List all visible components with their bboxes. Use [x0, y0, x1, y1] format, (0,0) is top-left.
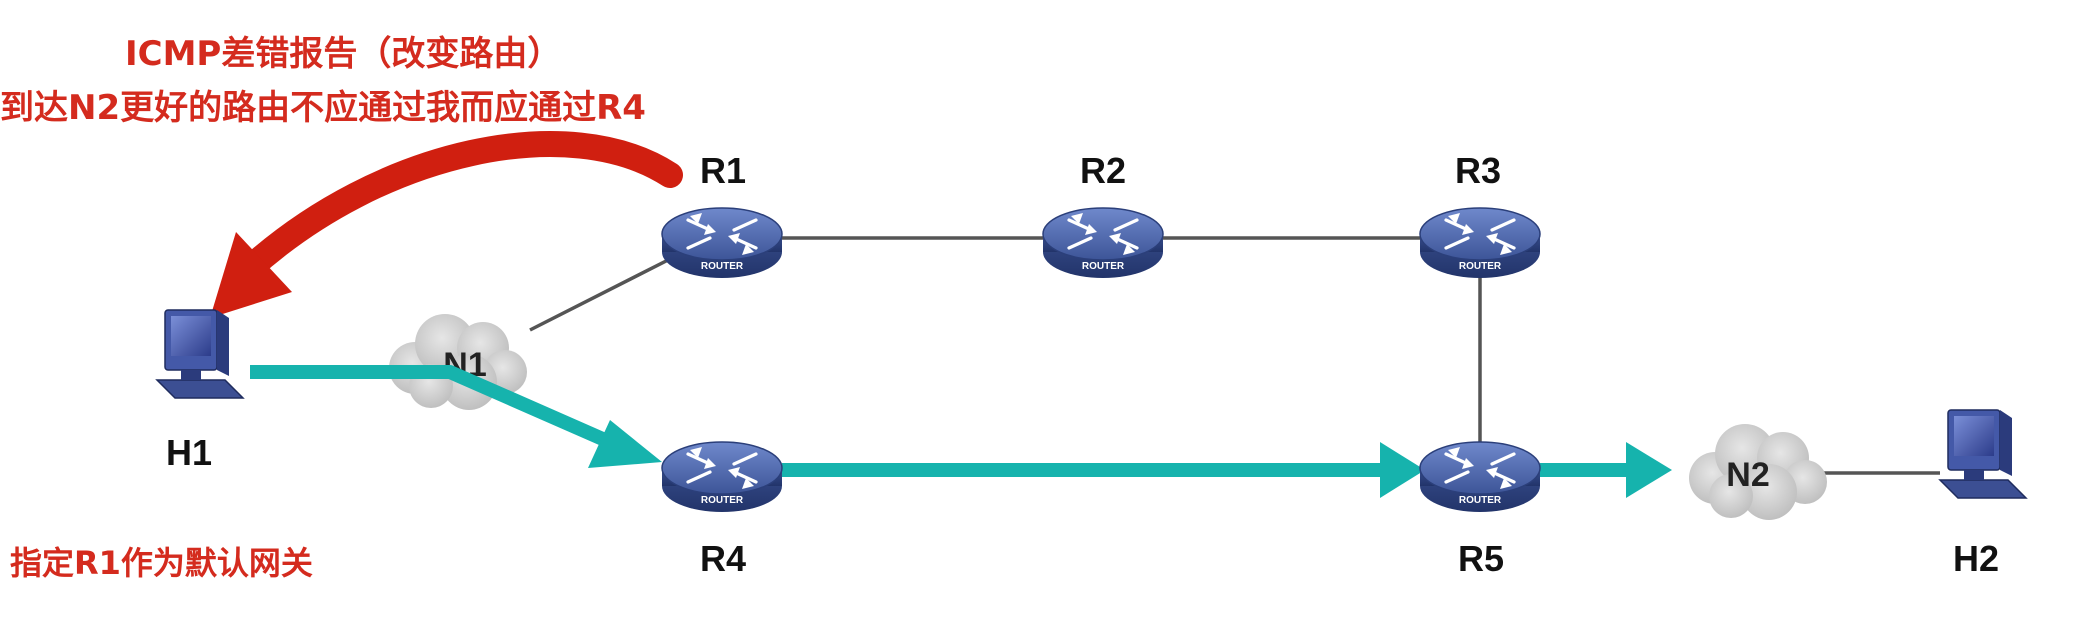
- host-h2-label: H2: [1953, 538, 2000, 579]
- router-r4-label: R4: [700, 538, 747, 579]
- router-r1-label: R1: [700, 150, 747, 191]
- icmp-redirect-description: 到达N2更好的路由不应通过我而应通过R4: [0, 88, 646, 128]
- router-r2-label: R2: [1080, 150, 1127, 191]
- path-h1-n1-r4: [250, 365, 608, 447]
- arrowhead-to-n2: [1626, 442, 1672, 498]
- router-r3-label: R3: [1455, 150, 1502, 191]
- router-r1-icon: [660, 206, 784, 280]
- router-r5-label: R5: [1458, 538, 1505, 579]
- link-n1-r1: [529, 256, 673, 332]
- icmp-redirect-arrow: [210, 131, 683, 318]
- router-r4-icon: [660, 440, 784, 514]
- router-r3-icon: [1418, 206, 1542, 280]
- data-path: [250, 365, 1672, 498]
- host-h2-icon: [1939, 409, 2027, 499]
- router-r2-icon: [1041, 206, 1165, 280]
- icmp-redirect-title: ICMP差错报告（改变路由）: [125, 34, 562, 74]
- arrowhead-to-r4: [588, 420, 662, 468]
- host-h1-label: H1: [166, 432, 213, 473]
- default-gateway-note: 指定R1作为默认网关: [10, 544, 313, 582]
- host-h1-icon: [156, 309, 244, 399]
- network-n2-label: N2: [1726, 456, 1769, 494]
- arrowhead-to-r5: [1380, 442, 1425, 498]
- router-r5-icon: [1418, 440, 1542, 514]
